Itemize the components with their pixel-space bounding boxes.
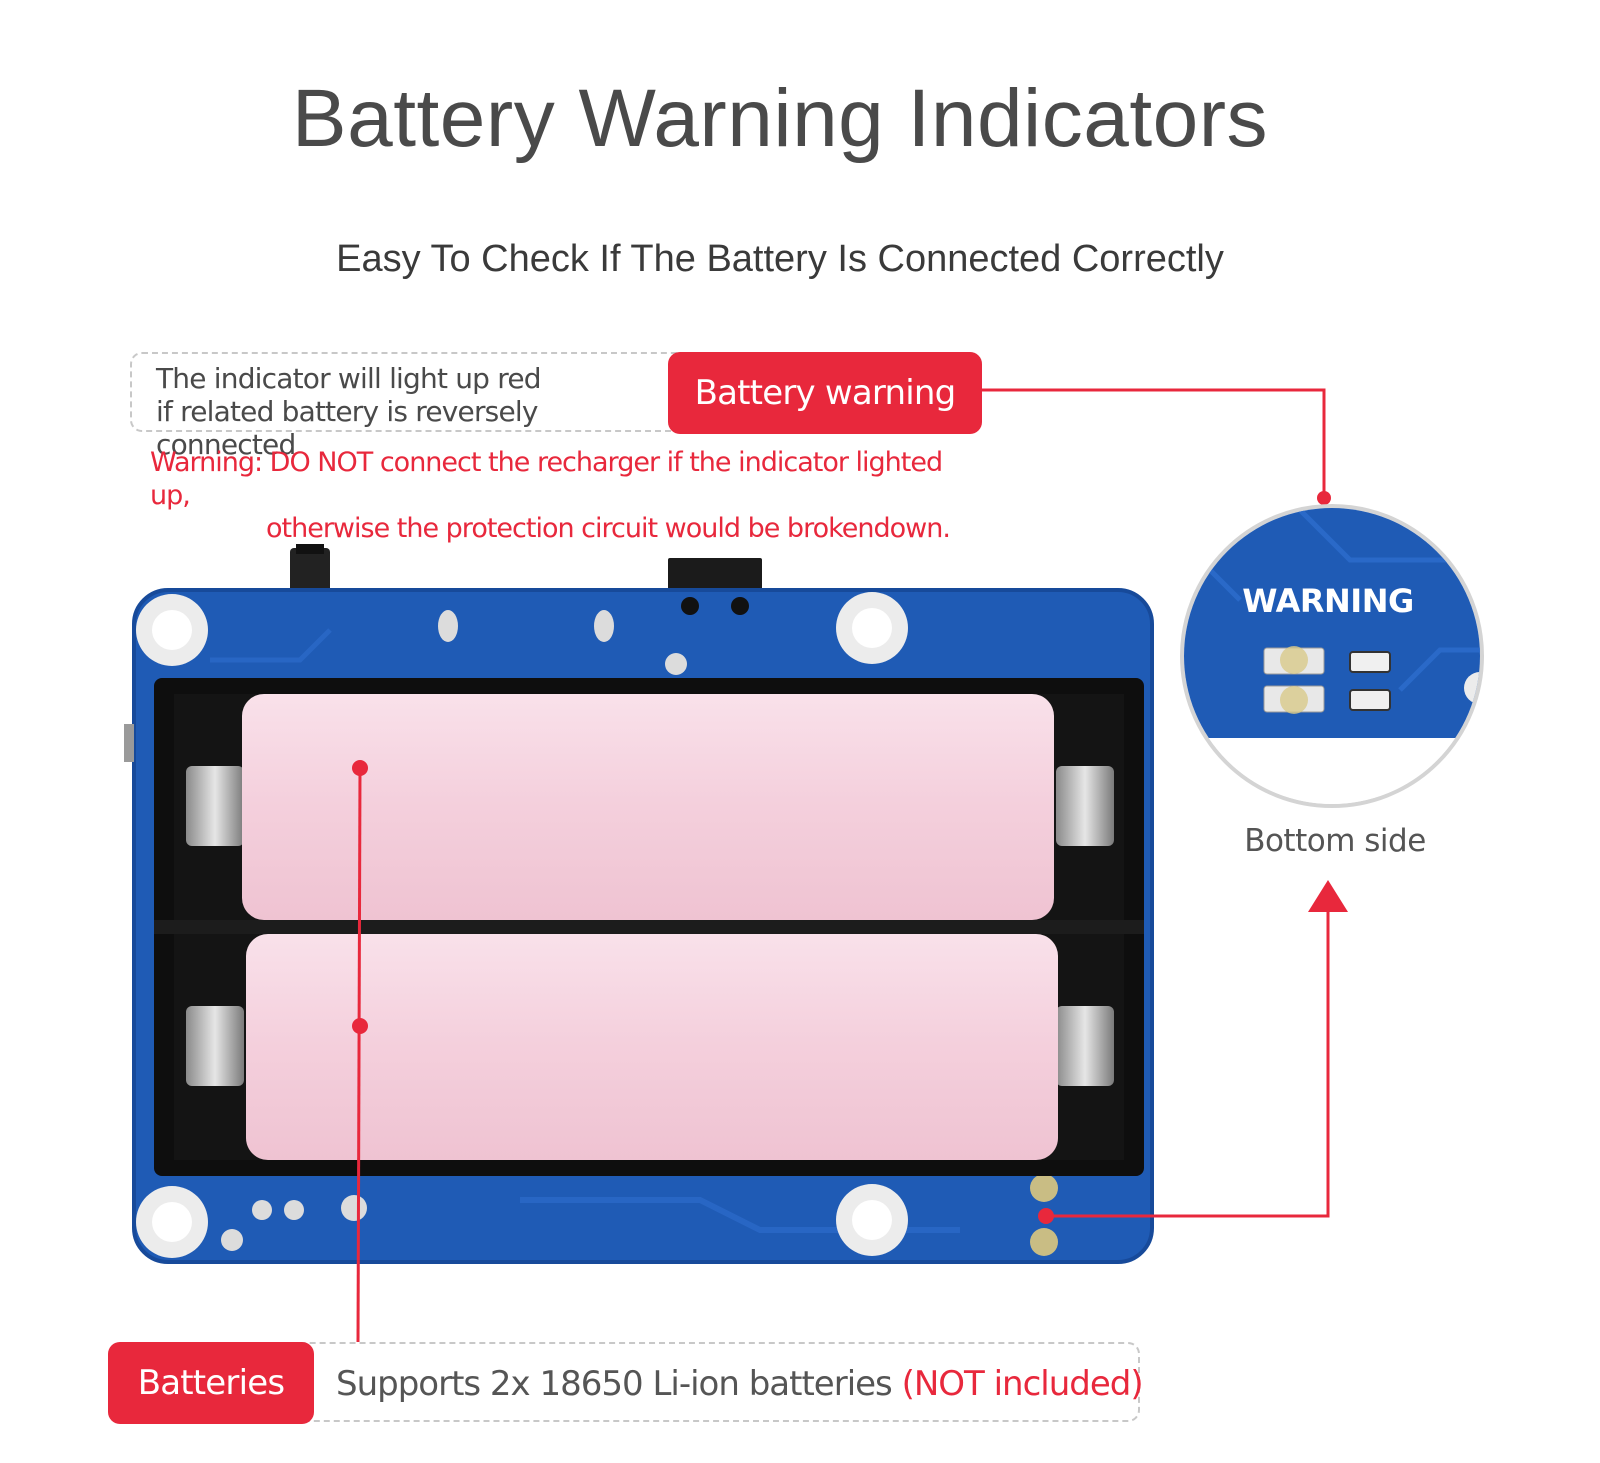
batteries-description: Supports 2x 18650 Li-ion batteries (NOT … (336, 1344, 1144, 1424)
batteries-desc-text: Supports 2x 18650 Li-ion batteries (336, 1364, 902, 1404)
page-subtitle: Easy To Check If The Battery Is Connecte… (336, 238, 1224, 280)
mounting-hole (836, 1184, 908, 1256)
warning-line-2: otherwise the protection circuit would b… (266, 513, 951, 544)
batteries-tag: Batteries (108, 1342, 314, 1424)
bottom-side-leader (1038, 880, 1348, 1224)
battery-warning-callout: The indicator will light up red if relat… (130, 352, 982, 461)
battery-warning-desc-line-1: The indicator will light up red (156, 362, 542, 395)
mounting-hole (136, 1186, 208, 1258)
battery-2-marker (352, 1018, 368, 1034)
bottom-side-label: Bottom side (1244, 823, 1426, 859)
battery-contact (1056, 1006, 1114, 1086)
battery-1-marker (352, 760, 368, 776)
batteries-callout: Batteries Supports 2x 18650 Li-ion batte… (108, 1342, 1144, 1424)
battery-warning-tag: Battery warning (668, 352, 982, 434)
mounting-hole (836, 592, 908, 664)
recharger-warning: Warning: DO NOT connect the recharger if… (150, 446, 951, 545)
inset-silkscreen-label: WARNING (1242, 582, 1414, 620)
battery-warning-leader (982, 388, 1331, 505)
batteries-not-included-note: (NOT included) (901, 1364, 1144, 1404)
mounting-hole (136, 594, 208, 666)
power-switch (290, 544, 330, 598)
warning-line-1: Warning: DO NOT connect the recharger if… (150, 447, 943, 511)
usb-connector (668, 558, 762, 596)
page-title: Battery Warning Indicators (291, 73, 1269, 164)
battery-cell-2 (246, 934, 1058, 1160)
battery-cell-1 (242, 694, 1054, 920)
battery-contact (1056, 766, 1114, 846)
battery-contact (186, 1006, 244, 1086)
batteries-leader (352, 760, 368, 1343)
arrow-up-icon (1308, 880, 1348, 912)
battery-warning-description: The indicator will light up red if relat… (156, 362, 676, 461)
battery-contact (186, 766, 244, 846)
battery-warning-desc-line-2: if related battery is reversely connecte… (156, 395, 538, 461)
bottom-side-inset (1180, 504, 1484, 808)
